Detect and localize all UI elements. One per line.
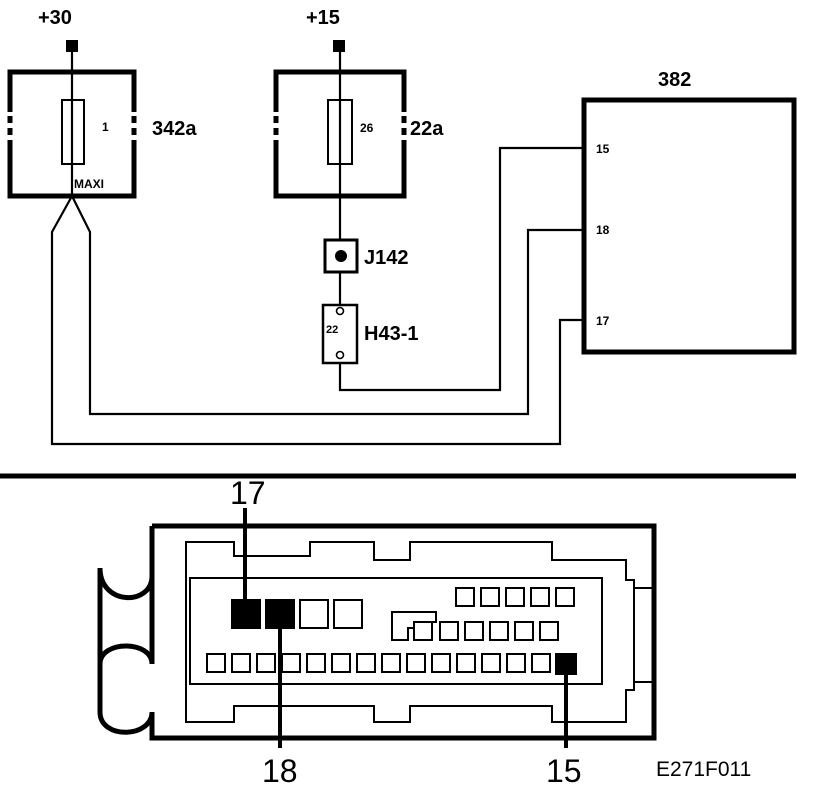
connector-h43-1-label: H43-1 bbox=[364, 323, 418, 345]
fuse-box-342a: 1 MAXI 342a bbox=[7, 69, 197, 199]
terminal-plus30-icon bbox=[66, 40, 78, 52]
junction-dot-icon bbox=[335, 250, 347, 262]
module-382-pin: 18 bbox=[596, 223, 610, 237]
connector-h43-1: 22 H43-1 bbox=[321, 303, 418, 365]
wire-to-pin-17 bbox=[50, 195, 584, 446]
fuse-box-342a-label: 342a bbox=[152, 118, 197, 140]
connector-keyed-wall bbox=[185, 541, 635, 723]
cavity-row-bottom bbox=[206, 653, 577, 675]
junction-j142: J142 bbox=[323, 238, 409, 274]
module-382-pin: 15 bbox=[596, 142, 610, 156]
cavity-row-top bbox=[455, 587, 575, 607]
cavity-row-middle bbox=[391, 611, 559, 641]
terminal-plus15-icon bbox=[333, 40, 345, 52]
cavity-pin-18 bbox=[265, 599, 295, 629]
fuse-342a-number: 1 bbox=[102, 120, 109, 134]
cavity-pin-17 bbox=[231, 599, 261, 629]
fuse-22a-number: 26 bbox=[360, 121, 374, 135]
module-382-pin: 17 bbox=[596, 314, 610, 328]
wire-to-pin-18 bbox=[71, 195, 584, 416]
wires bbox=[50, 52, 584, 446]
supply-plus30: +30 bbox=[38, 7, 78, 52]
connector-h43-1-pin: 22 bbox=[326, 324, 338, 336]
supply-plus15: +15 bbox=[306, 7, 345, 52]
pin-field-outline bbox=[189, 577, 603, 685]
connector-shell-outline bbox=[149, 523, 657, 741]
pin-socket-icon bbox=[335, 306, 345, 316]
module-382: 382 15 18 17 bbox=[581, 69, 797, 355]
junction-j142-label: J142 bbox=[364, 247, 409, 269]
connector-face-view: 17 18 15 bbox=[97, 475, 657, 789]
fuse-box-22a: 26 22a bbox=[273, 69, 444, 199]
fuse-342a-type: MAXI bbox=[74, 177, 104, 191]
cavity bbox=[333, 599, 363, 629]
figure-code: E271F011 bbox=[656, 758, 751, 781]
supply-plus30-label: +30 bbox=[38, 7, 72, 29]
supply-plus15-label: +15 bbox=[306, 7, 340, 29]
callout-pin-15: 15 bbox=[546, 753, 582, 789]
callout-pin-17: 17 bbox=[230, 475, 266, 511]
pin-socket-icon bbox=[335, 350, 345, 360]
callout-pin-18: 18 bbox=[262, 753, 298, 789]
module-382-box bbox=[581, 97, 797, 355]
connector-latch-icon bbox=[97, 546, 155, 665]
connector-latch-icon bbox=[97, 664, 155, 735]
fuse-box-22a-label: 22a bbox=[410, 118, 444, 140]
wire-to-pin-15 bbox=[338, 146, 584, 392]
cavity bbox=[299, 599, 329, 629]
cavity-pin-15 bbox=[555, 653, 577, 675]
module-382-label: 382 bbox=[658, 69, 691, 91]
